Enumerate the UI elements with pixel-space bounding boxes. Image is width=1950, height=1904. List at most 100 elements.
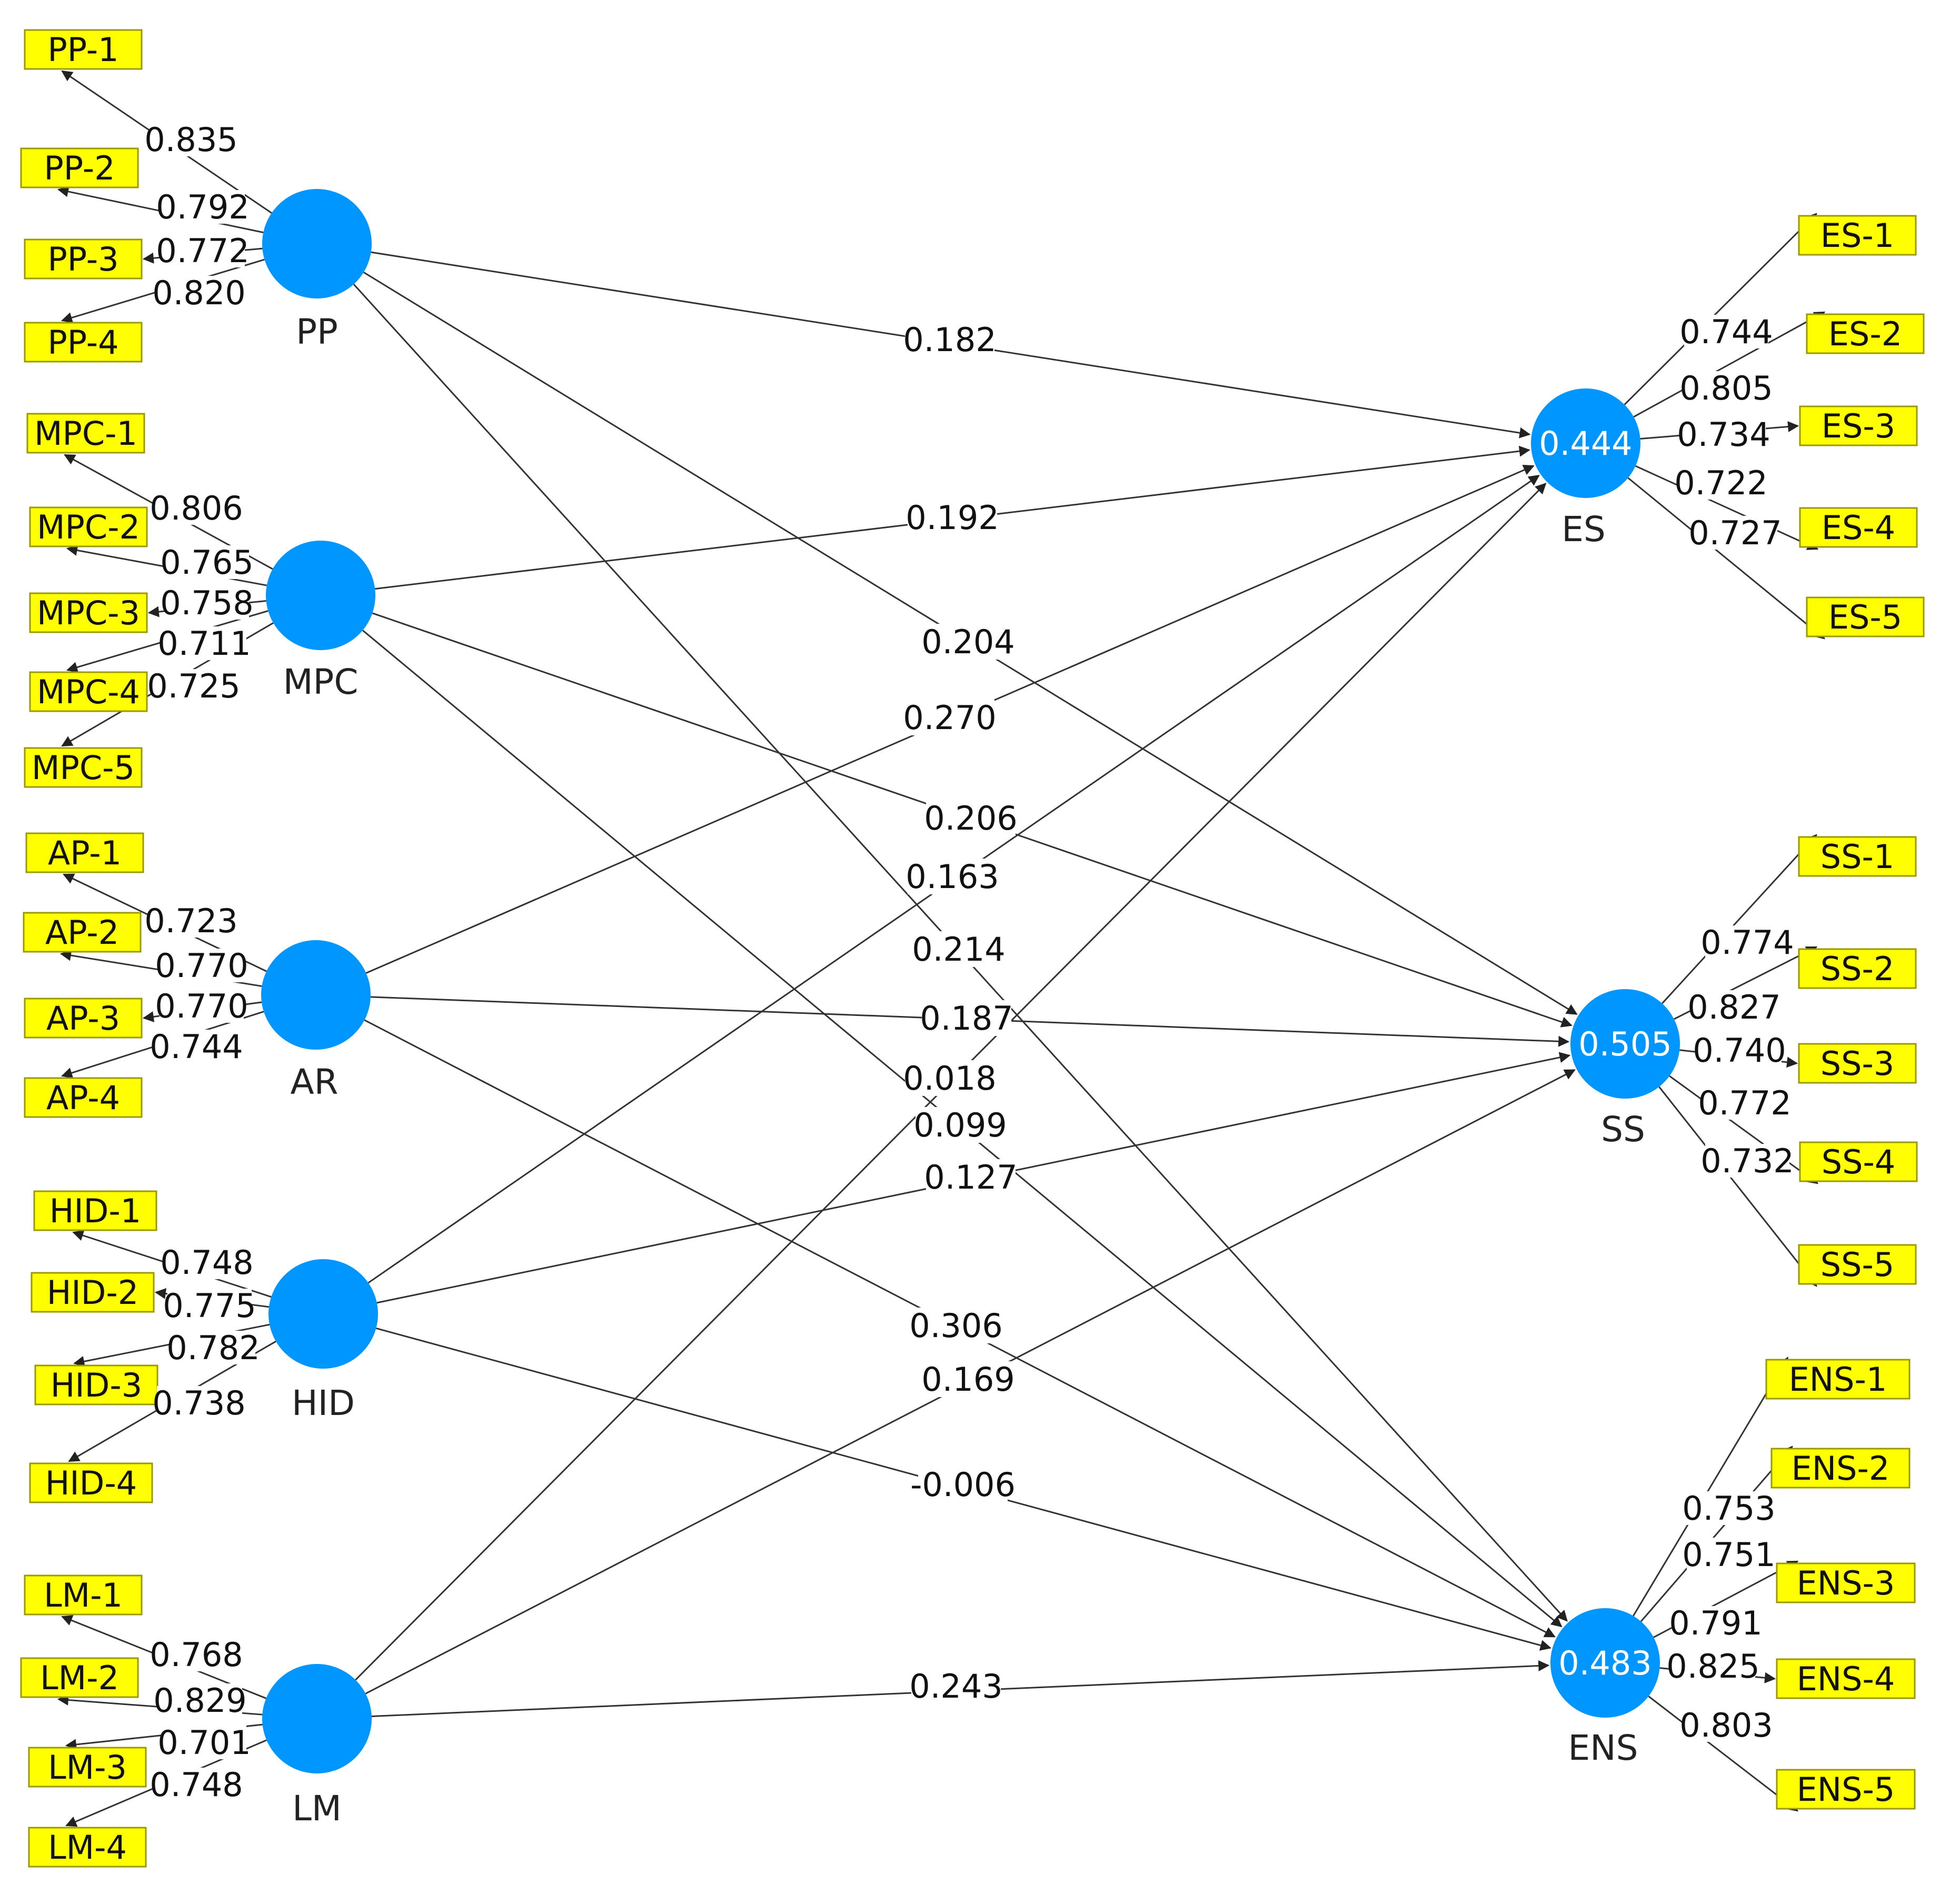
indicator-box[interactable] — [31, 1272, 155, 1313]
construct-circle[interactable] — [266, 541, 375, 650]
indicator-box[interactable] — [1798, 836, 1917, 877]
indicator-ss-4[interactable]: SS-4 — [1799, 1141, 1918, 1182]
construct-circle[interactable] — [262, 1664, 372, 1773]
indicator-pp-1[interactable]: PP-1 — [24, 29, 143, 70]
indicator-label: PP-3 — [47, 240, 118, 278]
indicator-box[interactable] — [24, 29, 143, 70]
indicator-box[interactable] — [1776, 1769, 1916, 1810]
indicator-mpc-5[interactable]: MPC-5 — [24, 747, 143, 788]
indicator-pp-3[interactable]: PP-3 — [24, 238, 143, 280]
indicator-label: SS-3 — [1820, 1044, 1895, 1083]
indicator-label: PP-4 — [47, 323, 118, 362]
indicator-box[interactable] — [24, 1077, 143, 1118]
indicator-box[interactable] — [24, 1574, 143, 1616]
indicator-lm-4[interactable]: LM-4 — [28, 1827, 147, 1868]
indicator-es-1[interactable]: ES-1 — [1798, 215, 1917, 256]
indicator-box[interactable] — [20, 1657, 139, 1698]
indicator-box[interactable] — [26, 413, 145, 454]
construct-circle[interactable] — [268, 1259, 378, 1369]
indicator-ap-3[interactable]: AP-3 — [24, 998, 143, 1039]
indicator-lm-2[interactable]: LM-2 — [20, 1657, 139, 1698]
r-squared-value: 0.483 — [1558, 1644, 1652, 1682]
indicator-box[interactable] — [1776, 1562, 1916, 1603]
construct-circle[interactable] — [1570, 989, 1680, 1099]
indicator-box[interactable] — [29, 506, 148, 547]
indicator-box[interactable] — [29, 671, 148, 712]
indicator-label: AP-3 — [46, 999, 120, 1038]
construct-hid[interactable]: HID — [268, 1259, 378, 1423]
indicator-box[interactable] — [1776, 1658, 1916, 1699]
loading-value-pp-4: 0.820 — [152, 274, 246, 312]
indicator-box[interactable] — [28, 1827, 147, 1868]
loading-arrow-ss-5 — [1658, 1086, 1817, 1287]
construct-mpc[interactable]: MPC — [266, 541, 375, 702]
indicator-ens-1[interactable]: ENS-1 — [1765, 1359, 1911, 1400]
indicator-pp-2[interactable]: PP-2 — [20, 147, 139, 188]
indicator-ens-2[interactable]: ENS-2 — [1770, 1448, 1911, 1489]
indicator-hid-3[interactable]: HID-3 — [34, 1364, 158, 1405]
indicator-mpc-1[interactable]: MPC-1 — [26, 413, 145, 454]
construct-ar[interactable]: AR — [261, 940, 371, 1102]
indicator-box[interactable] — [25, 832, 144, 873]
indicator-box[interactable] — [29, 1462, 153, 1503]
construct-circle[interactable] — [1531, 388, 1640, 498]
indicator-box[interactable] — [1770, 1448, 1911, 1489]
indicator-box[interactable] — [24, 747, 143, 788]
indicator-box[interactable] — [1799, 507, 1918, 548]
indicator-box[interactable] — [1799, 405, 1918, 446]
indicator-ens-3[interactable]: ENS-3 — [1776, 1562, 1916, 1603]
indicator-pp-4[interactable]: PP-4 — [24, 322, 143, 363]
indicator-box[interactable] — [1765, 1359, 1911, 1400]
loading-arrow-es-2 — [1633, 311, 1826, 418]
construct-circle[interactable] — [1550, 1608, 1660, 1718]
indicator-label: LM-3 — [48, 1748, 127, 1787]
construct-lm[interactable]: LM — [262, 1664, 372, 1829]
indicator-es-4[interactable]: ES-4 — [1799, 507, 1918, 548]
indicator-box[interactable] — [1806, 313, 1925, 354]
construct-pp[interactable]: PP — [262, 189, 372, 352]
construct-circle[interactable] — [262, 189, 372, 298]
indicator-ap-4[interactable]: AP-4 — [24, 1077, 143, 1118]
indicator-ens-4[interactable]: ENS-4 — [1776, 1658, 1916, 1699]
indicator-label: MPC-5 — [32, 749, 135, 787]
indicator-es-2[interactable]: ES-2 — [1806, 313, 1925, 354]
indicator-box[interactable] — [1806, 596, 1925, 637]
indicator-hid-1[interactable]: HID-1 — [33, 1190, 157, 1231]
indicator-lm-3[interactable]: LM-3 — [28, 1747, 147, 1788]
indicator-ens-5[interactable]: ENS-5 — [1776, 1769, 1916, 1810]
indicator-hid-2[interactable]: HID-2 — [31, 1272, 155, 1313]
indicator-hid-4[interactable]: HID-4 — [29, 1462, 153, 1503]
indicator-ap-2[interactable]: AP-2 — [23, 912, 142, 953]
indicator-box[interactable] — [1798, 1244, 1917, 1285]
indicator-label: HID-4 — [45, 1464, 137, 1502]
indicator-mpc-3[interactable]: MPC-3 — [29, 592, 148, 633]
indicator-ap-1[interactable]: AP-1 — [25, 832, 144, 873]
indicator-mpc-4[interactable]: MPC-4 — [29, 671, 148, 712]
indicator-ss-2[interactable]: SS-2 — [1798, 948, 1917, 989]
indicator-box[interactable] — [1798, 215, 1917, 256]
indicator-es-5[interactable]: ES-5 — [1806, 596, 1925, 637]
indicator-label: HID-1 — [49, 1192, 141, 1230]
indicator-box[interactable] — [1798, 1043, 1917, 1084]
indicator-ss-1[interactable]: SS-1 — [1798, 836, 1917, 877]
indicator-ss-3[interactable]: SS-3 — [1798, 1043, 1917, 1084]
indicator-ss-5[interactable]: SS-5 — [1798, 1244, 1917, 1285]
indicator-box[interactable] — [28, 1747, 147, 1788]
indicator-box[interactable] — [29, 592, 148, 633]
indicator-es-3[interactable]: ES-3 — [1799, 405, 1918, 446]
indicator-box[interactable] — [24, 238, 143, 280]
indicator-mpc-2[interactable]: MPC-2 — [29, 506, 148, 547]
indicator-box[interactable] — [23, 912, 142, 953]
indicator-lm-1[interactable]: LM-1 — [24, 1574, 143, 1616]
indicator-box[interactable] — [20, 147, 139, 188]
indicator-box[interactable] — [24, 998, 143, 1039]
construct-circle[interactable] — [261, 940, 371, 1050]
indicator-box[interactable] — [33, 1190, 157, 1231]
indicator-box[interactable] — [34, 1364, 158, 1405]
indicator-box[interactable] — [1798, 948, 1917, 989]
indicator-box[interactable] — [1799, 1141, 1918, 1182]
indicator-box[interactable] — [24, 322, 143, 363]
